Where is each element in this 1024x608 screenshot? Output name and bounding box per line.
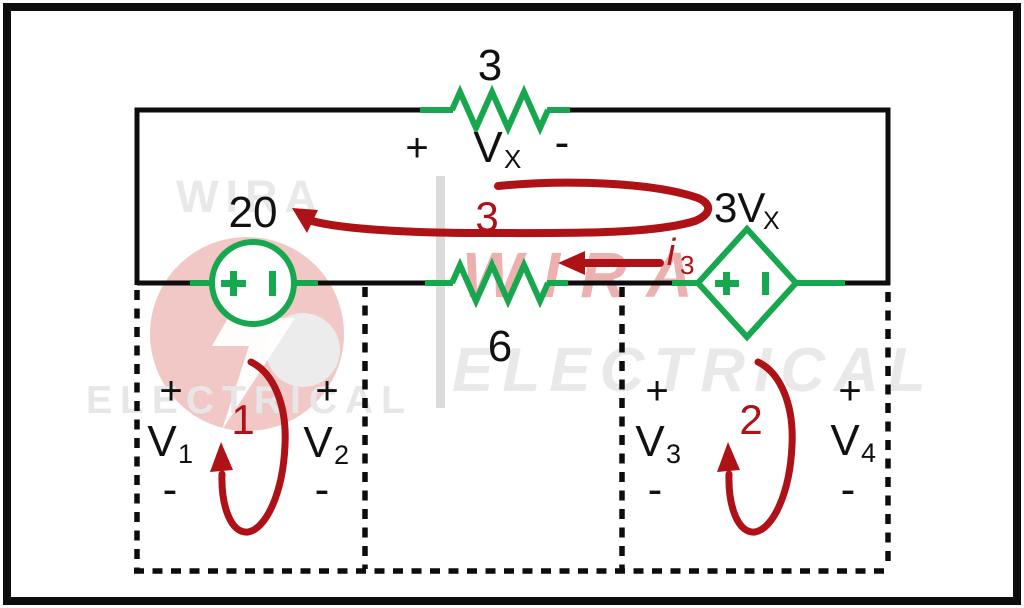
v4-plus: + — [838, 369, 861, 413]
branch-boxes — [134, 287, 891, 574]
loop3-arrowhead — [292, 208, 318, 233]
loop1-arrow-curve — [218, 358, 289, 536]
labels-layer: 3 + V X - 20 6 3V X 3 i 3 1 2 + V 1 - + … — [147, 41, 876, 514]
v2-sub: 2 — [334, 440, 349, 470]
loop3-arrow-curve — [308, 178, 713, 238]
source20-circle — [209, 239, 297, 327]
depsource-plus-v — [723, 272, 730, 295]
v3-plus: + — [645, 369, 668, 413]
i3-arrowhead — [558, 251, 585, 275]
outer-frame — [3, 3, 1021, 605]
depsource-minus-bar — [762, 272, 769, 295]
resistor6-zigzag — [449, 257, 551, 309]
depsource-diamond — [693, 224, 801, 342]
current-annotations — [210, 178, 796, 536]
v2-plus: + — [315, 369, 338, 413]
v3-base: V — [635, 417, 665, 466]
v3-sub: 3 — [666, 439, 681, 469]
wire-top-right — [567, 107, 891, 285]
vx-sub: X — [504, 144, 521, 174]
source20-value: 20 — [229, 188, 278, 237]
v4-minus: - — [841, 465, 856, 514]
loop1-arrowhead — [210, 442, 233, 472]
source20-plus-v — [230, 271, 237, 296]
depsource-label-sub: X — [763, 207, 780, 235]
i3-label-sub: 3 — [680, 250, 694, 280]
resistor6-value: 6 — [488, 322, 512, 371]
v4-base: V — [830, 416, 860, 465]
i3-label-base: i — [667, 232, 677, 274]
loop2-label: 2 — [739, 396, 762, 443]
resistor3-value: 3 — [478, 41, 502, 90]
v3-minus: - — [648, 465, 663, 514]
vx-base: V — [473, 123, 503, 172]
watermark-divider-bar — [436, 176, 445, 408]
v1-plus: + — [159, 369, 182, 413]
depsource-label-base: 3V — [714, 184, 765, 231]
components-layer — [190, 84, 845, 342]
v4-sub: 4 — [861, 438, 876, 468]
resistor3-zigzag — [449, 84, 551, 136]
loop1-label: 1 — [231, 396, 254, 443]
wire-top-left — [134, 107, 422, 285]
v1-sub: 1 — [178, 439, 193, 469]
source20-minus-bar — [269, 271, 276, 296]
watermark-electrical-center: ELECTRICAL — [452, 336, 935, 405]
watermark-wira-center: WIRA — [462, 239, 713, 311]
loop2-arrowhead — [717, 442, 740, 472]
v2-base: V — [303, 418, 333, 467]
watermark-layer: WIRA WIRA ELECTRICAL ELECTRICAL — [86, 171, 935, 431]
watermark-wira-top: WIRA — [176, 171, 324, 222]
vx-minus: - — [555, 118, 570, 167]
watermark-logo-bolt — [212, 243, 295, 430]
loop2-arrow-curve — [725, 358, 796, 536]
v1-minus: - — [163, 465, 178, 514]
vx-plus: + — [405, 126, 428, 170]
v2-minus: - — [315, 465, 330, 514]
v1-base: V — [147, 417, 177, 466]
loop3-label: 3 — [475, 193, 498, 240]
